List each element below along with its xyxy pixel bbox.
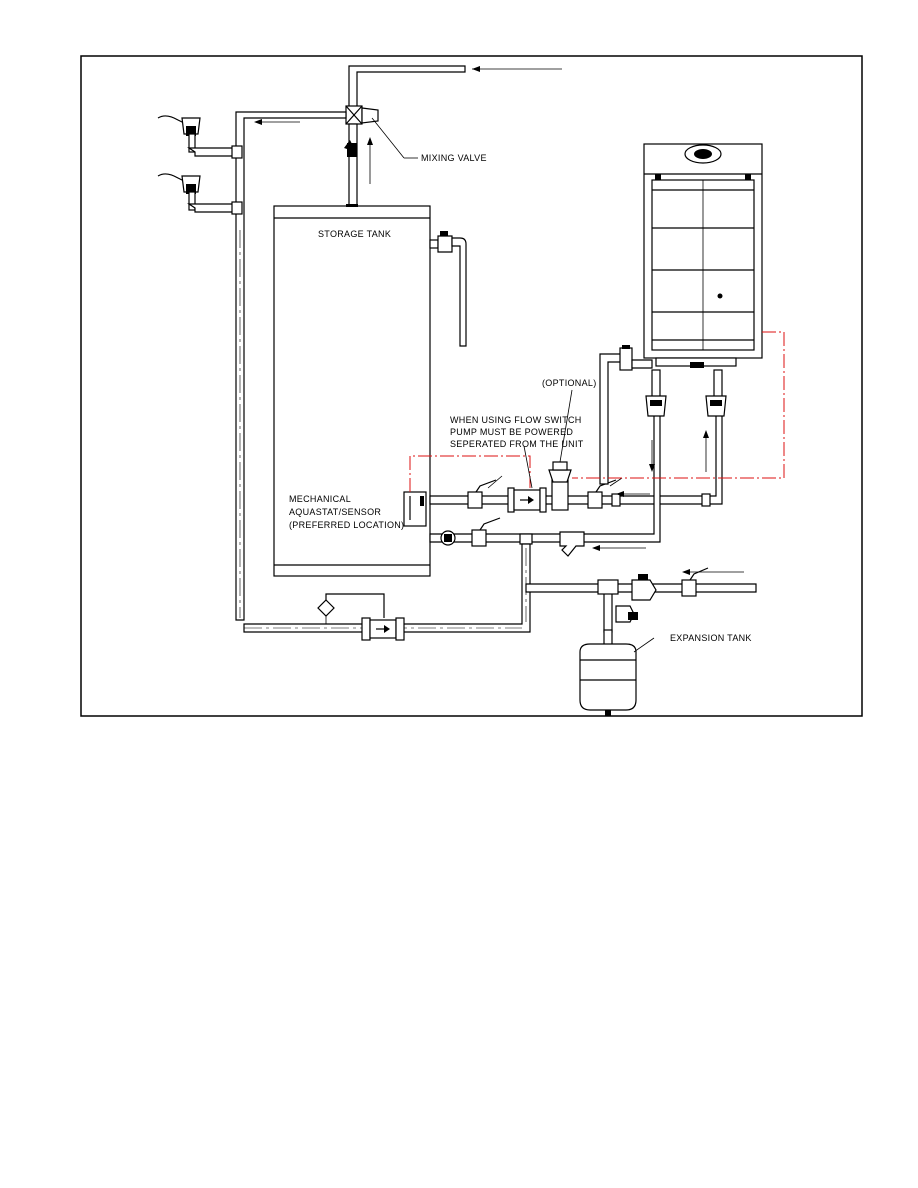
hot-water-outlet-pipe	[348, 65, 562, 109]
flow-switch-note-line-1: WHEN USING FLOW SWITCH	[450, 415, 582, 425]
aquastat-label-line-1: MECHANICAL	[289, 494, 351, 504]
water-heater-unit	[643, 143, 763, 368]
tank-relief-valve	[429, 231, 467, 347]
mixing-valve-label: MIXING VALVE	[421, 153, 487, 163]
cold-inlet-pipe	[243, 543, 531, 641]
boiler-relief-valve	[599, 345, 653, 485]
expansion-tank-label: EXPANSION TANK	[670, 633, 752, 643]
expansion-tank-leader	[633, 637, 655, 653]
boiler-supply-pipe	[429, 399, 723, 513]
flow-switch-leader	[523, 445, 533, 489]
optional-label: (OPTIONAL)	[542, 378, 597, 388]
control-wiring	[409, 331, 785, 492]
aquastat-label-line-3: (PREFERRED LOCATION)	[289, 520, 404, 530]
storage-tank-label: STORAGE TANK	[318, 229, 391, 239]
aquastat-label-line-2: AQUASTAT/SENSOR	[289, 507, 381, 517]
boiler-inlet-valve	[703, 369, 727, 472]
expansion-tank	[579, 629, 637, 716]
boiler-outlet-valve	[645, 369, 667, 472]
flow-switch-note-line-2: PUMP MUST BE POWERED	[450, 427, 573, 437]
hot-supply-line	[235, 111, 347, 621]
flow-switch-note-line-3: SEPERATED FROM THE UNIT	[450, 439, 584, 449]
mixing-valve	[344, 105, 379, 209]
diagram-frame	[80, 55, 863, 717]
aquastat-sensor	[403, 491, 427, 527]
optional-leader	[559, 389, 573, 463]
mixing-valve-leader	[371, 117, 405, 159]
makeup-water-line	[525, 567, 757, 633]
faucet-lower	[157, 173, 243, 215]
faucet-upper	[157, 115, 243, 159]
